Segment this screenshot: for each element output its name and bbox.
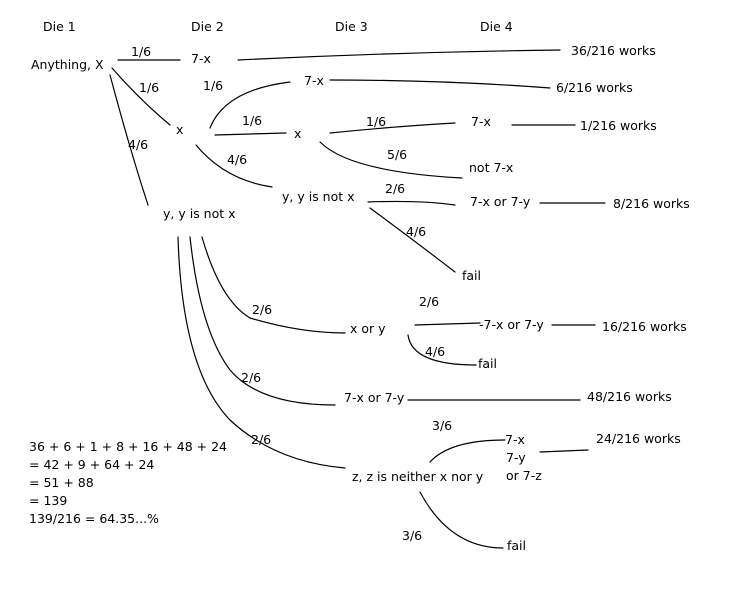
node-die4-z-7x: 7-x — [505, 432, 525, 447]
branch-y-to-7x7y — [189, 236, 336, 406]
prob-x-to-7x: 1/6 — [203, 78, 224, 93]
header-die-3: Die 3 — [335, 19, 368, 34]
node-die4-fail-c: fail — [507, 538, 527, 553]
node-die2-7x: 7-x — [191, 51, 211, 66]
prob-xx-to-7x: 1/6 — [366, 114, 387, 129]
outcome-36: 36/216 works — [571, 43, 656, 58]
branch-xory-to-7x7y — [414, 322, 481, 326]
branch-z-to-fail — [419, 491, 504, 549]
calc-line-3: = 51 + 88 — [29, 475, 94, 490]
outcome-8: 8/216 works — [613, 196, 690, 211]
outcome-48: 48/216 works — [587, 389, 672, 404]
node-die4-z-7z: or 7-z — [506, 468, 542, 483]
prob-y-to-7x-or-7y: 2/6 — [241, 370, 262, 385]
header-die-2: Die 2 — [191, 19, 224, 34]
branch-xy-to-7x7y — [367, 200, 456, 206]
node-die3-z: z, z is neither x nor y — [352, 469, 484, 484]
branch-d4-c-to-o7 — [539, 449, 589, 453]
prob-xory-to-7x7y: 2/6 — [419, 294, 440, 309]
branch-xx-to-not7x — [319, 141, 463, 179]
branch-z-to-win — [429, 439, 506, 463]
branch-y-to-xory — [201, 236, 346, 334]
outcome-1: 1/216 works — [580, 118, 657, 133]
node-die4-fail-a: fail — [462, 268, 482, 283]
branch-root-to-y — [109, 74, 149, 206]
prob-z-to-fail: 3/6 — [402, 528, 423, 543]
prob-xy-to-7x7y: 2/6 — [385, 181, 406, 196]
node-die2-y: y, y is not x — [163, 206, 236, 221]
node-die3-y: y, y is not x — [282, 189, 355, 204]
node-die4-7x: 7-x — [471, 114, 491, 129]
branch-root-to-x — [111, 67, 171, 126]
branch-7x-to-o1 — [237, 49, 561, 61]
prob-y-to-z: 2/6 — [251, 432, 272, 447]
node-die3-x: x — [294, 126, 302, 141]
branch-x-to-x — [214, 132, 287, 136]
calc-line-1: 36 + 6 + 1 + 8 + 16 + 48 + 24 — [29, 439, 228, 454]
branch-x-to-y — [195, 144, 273, 188]
node-die3-x-or-y: x or y — [350, 321, 386, 336]
prob-root-to-y: 4/6 — [128, 137, 149, 152]
outcome-16: 16/216 works — [602, 319, 687, 334]
outcome-6: 6/216 works — [556, 80, 633, 95]
node-root: Anything, X — [31, 57, 104, 72]
branch-x-to-7x — [209, 81, 291, 129]
node-die4-7x-or-7y-a: 7-x or 7-y — [470, 194, 531, 209]
branch-xx-to-7x — [329, 122, 456, 134]
prob-x-to-y: 4/6 — [227, 152, 248, 167]
prob-xy-to-fail: 4/6 — [406, 224, 427, 239]
node-die4-7x-or-7y-b: -7-x or 7-y — [479, 317, 544, 332]
node-die4-fail-b: fail — [478, 356, 498, 371]
prob-y-to-x-or-y: 2/6 — [252, 302, 273, 317]
branch-xory-to-fail — [407, 334, 477, 366]
prob-xory-to-fail: 4/6 — [425, 344, 446, 359]
prob-root-to-7x: 1/6 — [131, 44, 152, 59]
calc-line-5: 139/216 = 64.35...% — [29, 511, 159, 526]
calc-line-2: = 42 + 9 + 64 + 24 — [29, 457, 155, 472]
calc-line-4: = 139 — [29, 493, 68, 508]
node-die3-7x: 7-x — [304, 73, 324, 88]
branch-y-to-z — [177, 236, 346, 469]
branch-d3-7x-to-o2 — [329, 79, 551, 89]
prob-xx-to-not7x: 5/6 — [387, 147, 408, 162]
outcome-24: 24/216 works — [596, 431, 681, 446]
node-die4-not-7x: not 7-x — [469, 160, 514, 175]
node-die4-z-7y: 7-y — [506, 450, 526, 465]
prob-z-to-win: 3/6 — [432, 418, 453, 433]
branch-xy-to-fail — [369, 207, 456, 273]
header-die-1: Die 1 — [43, 19, 76, 34]
prob-x-to-x: 1/6 — [242, 113, 263, 128]
node-die2-x: x — [176, 122, 184, 137]
node-die3-7x-or-7y: 7-x or 7-y — [344, 390, 405, 405]
prob-root-to-x: 1/6 — [139, 80, 160, 95]
header-die-4: Die 4 — [480, 19, 513, 34]
